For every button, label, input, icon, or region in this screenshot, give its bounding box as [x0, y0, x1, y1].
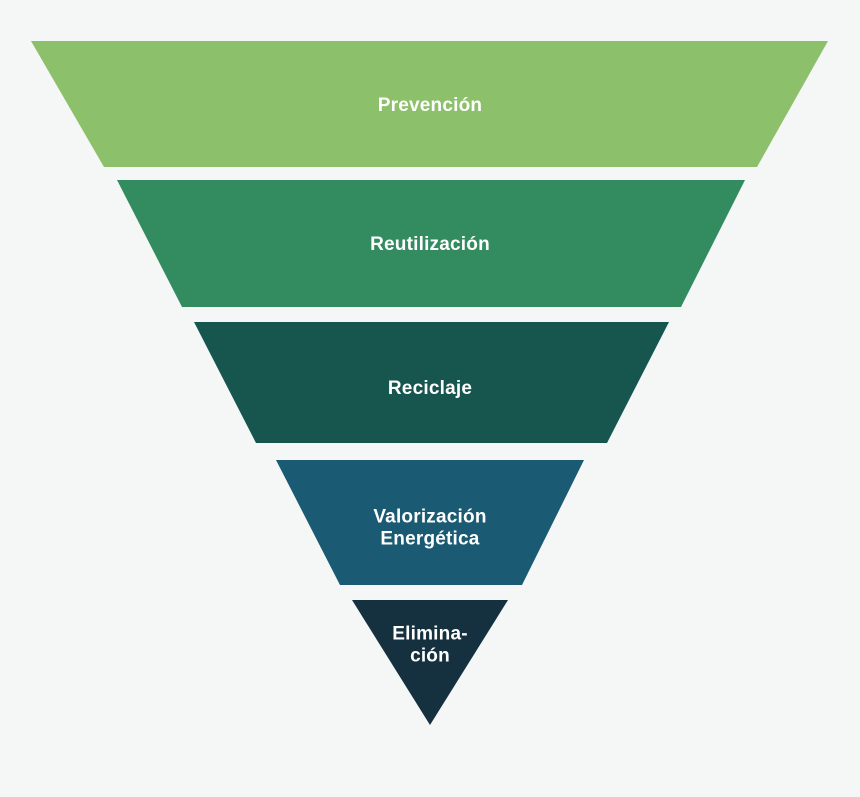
funnel-band-3-label: Reciclaje	[387, 377, 473, 399]
funnel-band-4-shape[interactable]	[276, 460, 584, 585]
funnel-band-2-shape[interactable]	[117, 180, 745, 307]
funnel-band-4-label: Valorización Energética	[373, 506, 487, 550]
funnel-band-2-label: Reutilización	[370, 233, 490, 255]
funnel-band-1-label: Prevención	[377, 94, 483, 116]
funnel-band-5-shape[interactable]	[352, 600, 508, 725]
funnel-band-5-label: Elimina- ción	[392, 623, 468, 667]
funnel-band-3-shape[interactable]	[194, 322, 669, 443]
funnel-band-1-shape[interactable]	[31, 41, 828, 167]
